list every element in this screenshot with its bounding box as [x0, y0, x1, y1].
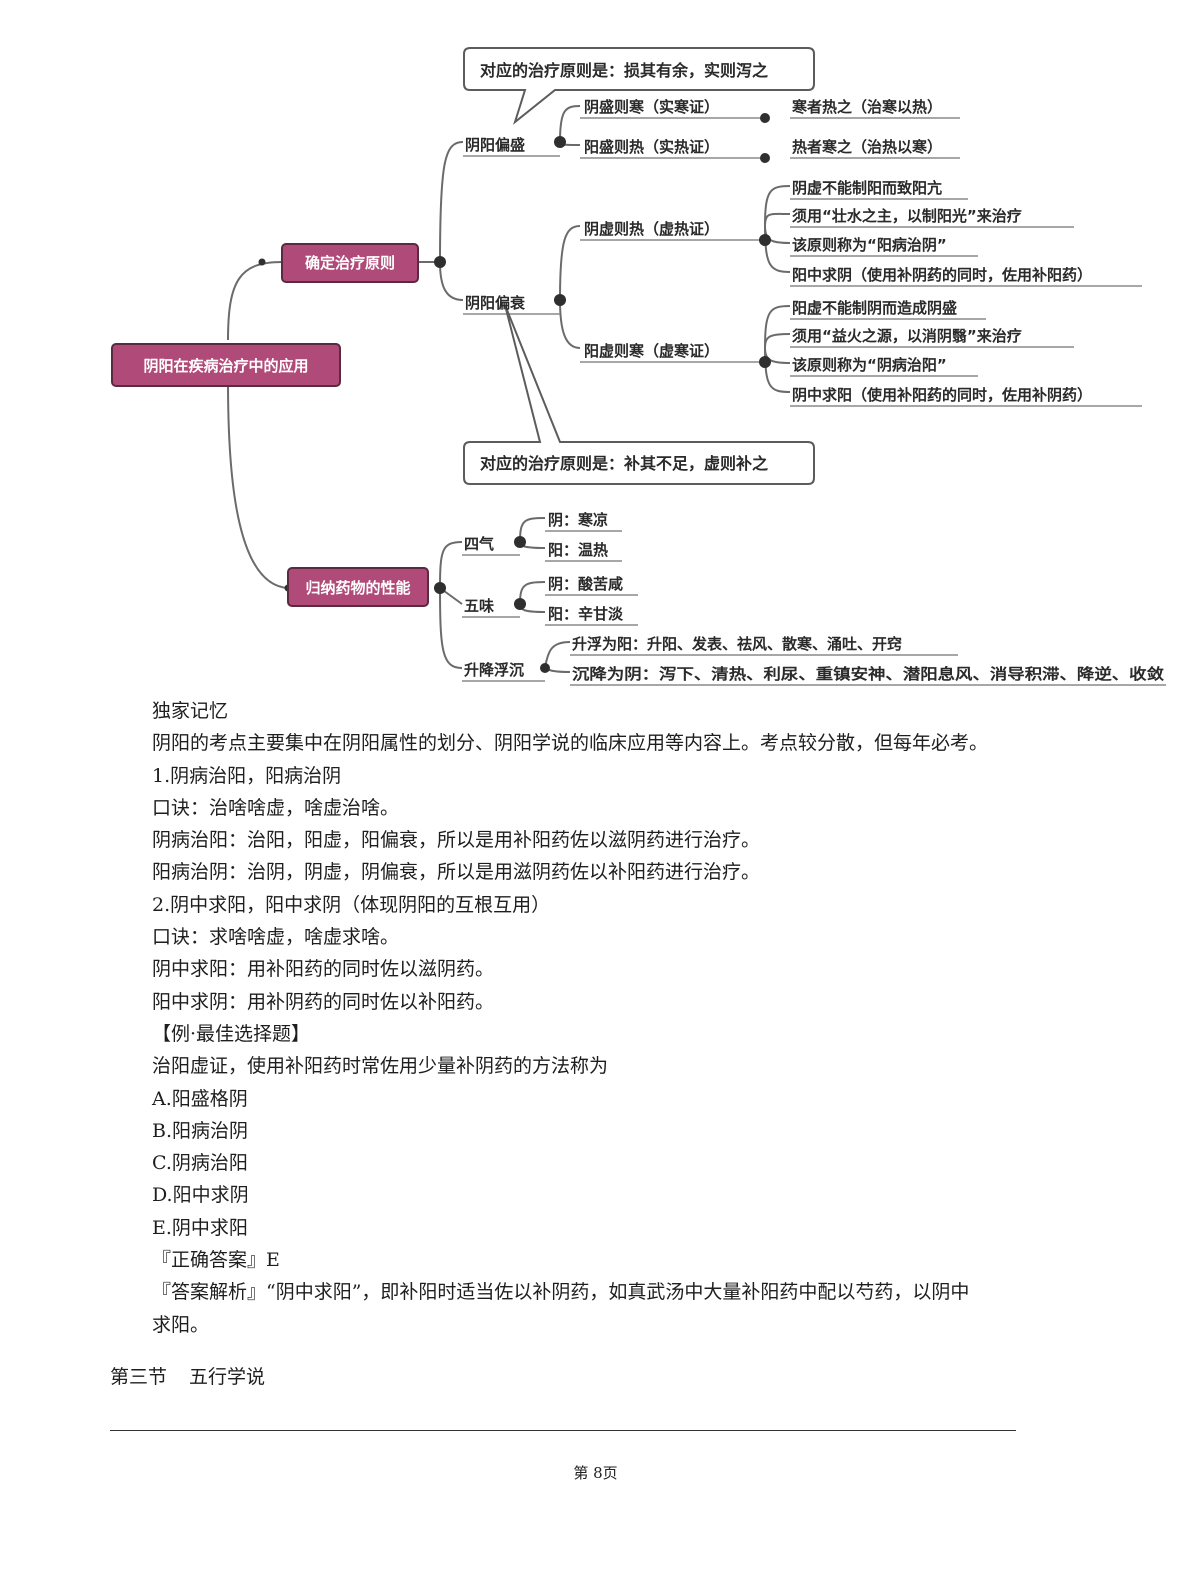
leaf-yang-excess-treat: 热者寒之（治热以寒）: [792, 138, 942, 156]
node-yang-deficiency: 阳虚则寒（虚寒证）: [584, 342, 719, 360]
option-d: D.阳中求阴: [152, 1184, 249, 1207]
leaf-yang-deficiency-item: 阴中求阳（使用补阳药的同时，佐用补阴药）: [792, 386, 1092, 404]
question-stem: 治阳虚证，使用补阳药时常佐用少量补阴药的方法称为: [152, 1055, 609, 1078]
point-1-line-a: 阴病治阳：治阳，阳虚，阳偏衰，所以是用补阳药佐以滋阴药进行治疗。: [152, 829, 761, 852]
point-2-title: 2.阴中求阳，阳中求阴（体现阴阳的互根互用）: [152, 893, 551, 916]
node-wuwei: 五味: [464, 597, 494, 615]
node-yang-excess: 阳盛则热（实热证）: [584, 138, 719, 156]
leaf-yin-deficiency-item: 阳中求阴（使用补阴药的同时，佐用补阳药）: [792, 266, 1092, 284]
leaf-yin-excess-treat: 寒者热之（治寒以热）: [792, 98, 942, 116]
node-yin-excess: 阴盛则寒（实寒证）: [584, 98, 719, 116]
leaf-shengjiang-item: 沉降为阴：泻下、清热、利尿、重镇安神、潜阳息风、消导积滞、降逆、收敛: [572, 665, 1164, 683]
excess-callout: 对应的治疗原则是：损其有余，实则泻之: [480, 61, 768, 80]
footer-divider: [110, 1430, 1016, 1431]
correct-answer: 『正确答案』E: [152, 1249, 280, 1272]
memory-heading: 独家记忆: [152, 700, 229, 722]
point-2-line-b: 阳中求阴：用补阴药的同时佐以补阳药。: [152, 990, 495, 1013]
leaf-siqi-item: 阳：温热: [548, 541, 608, 559]
option-a: A.阳盛格阴: [152, 1087, 248, 1110]
node-determine-principle: 确定治疗原则: [305, 254, 395, 272]
node-shengjiang: 升降浮沉: [464, 661, 524, 679]
node-siqi: 四气: [464, 535, 494, 553]
leaf-yin-deficiency-item: 该原则称为“阳病治阴”: [792, 236, 947, 254]
leaf-siqi-item: 阴：寒凉: [548, 511, 608, 529]
example-tag: 【例·最佳选择题】: [152, 1022, 311, 1045]
node-yin-deficiency: 阴虚则热（虚热证）: [584, 220, 719, 238]
point-2-rhyme: 口诀：求啥啥虚，啥虚求啥。: [152, 926, 400, 949]
point-1-rhyme: 口诀：治啥啥虚，啥虚治啥。: [152, 796, 400, 819]
point-1-title: 1.阴病治阳，阳病治阴: [152, 764, 342, 787]
leaf-yang-deficiency-item: 阳虚不能制阴而造成阴盛: [792, 299, 957, 317]
section-number: 第三节: [110, 1366, 168, 1388]
leaf-shengjiang-item: 升浮为阳：升阳、发表、祛风、散寒、涌吐、开窍: [572, 635, 902, 653]
answer-analysis-line-2: 求阳。: [152, 1313, 210, 1336]
option-e: E.阴中求阳: [152, 1216, 248, 1239]
option-c: C.阴病治阳: [152, 1152, 248, 1175]
section-name: 五行学说: [189, 1366, 266, 1388]
intro-paragraph: 阴阳的考点主要集中在阴阳属性的划分、阴阳学说的临床应用等内容上。考点较分散，但每…: [152, 732, 989, 755]
answer-analysis-line-1: 『答案解析』“阴中求阳”，即补阳时适当佐以补阴药，如真武汤中大量补阳药中配以芍药…: [152, 1281, 970, 1304]
node-yinyang-deficiency: 阴阳偏衰: [465, 294, 526, 312]
leaf-yang-deficiency-item: 该原则称为“阴病治阳”: [792, 356, 947, 374]
section-heading: 第三节五行学说: [110, 1362, 287, 1389]
option-b: B.阳病治阴: [152, 1119, 249, 1142]
leaf-yin-deficiency-item: 阴虚不能制阳而致阳亢: [792, 179, 942, 197]
body-text: 独家记忆 阴阳的考点主要集中在阴阳属性的划分、阴阳学说的临床应用等内容上。考点较…: [152, 695, 1092, 1341]
mindmap-diagram: 阴阳在疾病治疗中的应用 确定治疗原则 归纳药物的性能 对应的治疗原则是：损其有余…: [111, 47, 1166, 686]
point-1-line-b: 阳病治阴：治阴，阴虚，阴偏衰，所以是用滋阴药佐以补阳药进行治疗。: [152, 861, 761, 884]
leaf-yin-deficiency-item: 须用“壮水之主，以制阳光”来治疗: [792, 207, 1022, 225]
leaf-wuwei-item: 阴：酸苦咸: [548, 575, 623, 593]
node-drug-properties: 归纳药物的性能: [305, 579, 410, 597]
point-2-line-a: 阴中求阳：用补阳药的同时佐以滋阴药。: [152, 958, 495, 981]
node-yinyang-excess: 阴阳偏盛: [465, 136, 525, 154]
page-number: 第 8页: [573, 1464, 618, 1482]
leaf-wuwei-item: 阳：辛甘淡: [548, 605, 624, 623]
mindmap-root: 阴阳在疾病治疗中的应用: [143, 357, 308, 375]
deficiency-callout: 对应的治疗原则是：补其不足，虚则补之: [480, 454, 768, 473]
leaf-yang-deficiency-item: 须用“益火之源，以消阴翳”来治疗: [792, 327, 1022, 345]
